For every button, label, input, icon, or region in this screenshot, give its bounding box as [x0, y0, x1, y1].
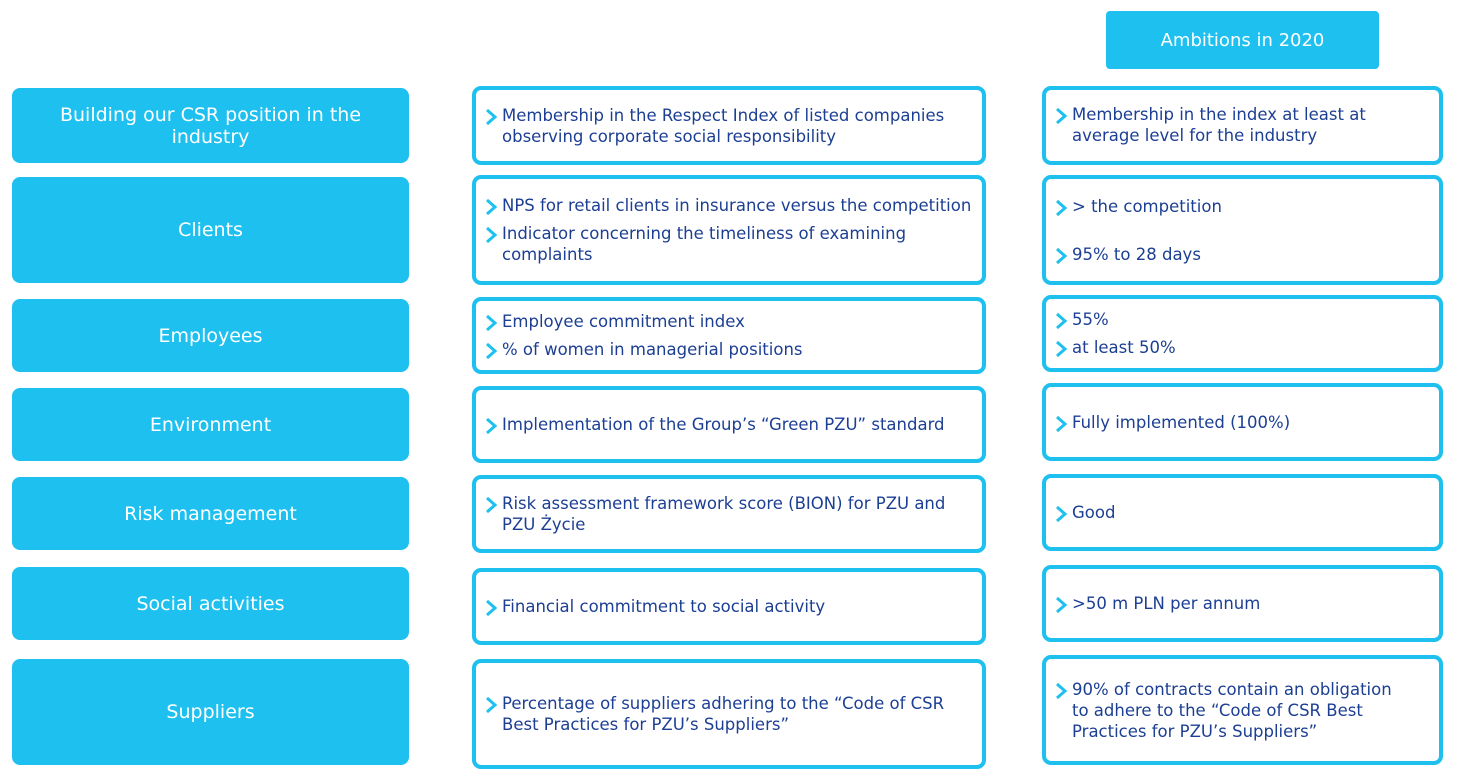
- chevron-right-icon: [484, 342, 498, 360]
- measure-box-csr-position: Membership in the Respect Index of liste…: [472, 86, 986, 165]
- chevron-right-icon: [1054, 505, 1068, 523]
- ambition-box-employees: 55% at least 50%: [1042, 295, 1443, 372]
- ambition-text: Membership in the index at least at aver…: [1072, 105, 1366, 145]
- chevron-right-icon: [484, 417, 498, 435]
- measure-text: Implementation of the Group’s “Green PZU…: [502, 415, 945, 434]
- category-csr-position: Building our CSR position in the industr…: [12, 88, 409, 163]
- measure-item: Percentage of suppliers adhering to the …: [482, 693, 974, 735]
- measure-text: Employee commitment index: [502, 312, 745, 331]
- ambition-item: 95% to 28 days: [1052, 244, 1431, 265]
- ambition-item: 90% of contracts contain an obligation t…: [1052, 679, 1431, 742]
- chevron-right-icon: [484, 496, 498, 514]
- ambition-text: 95% to 28 days: [1072, 244, 1201, 264]
- ambition-text: >50 m PLN per annum: [1072, 594, 1261, 613]
- ambition-item: at least 50%: [1052, 337, 1431, 358]
- ambition-box-risk-management: Good: [1042, 474, 1443, 551]
- measure-text: Membership in the Respect Index of liste…: [502, 105, 945, 146]
- chevron-right-icon: [1054, 247, 1068, 265]
- chevron-right-icon: [484, 696, 498, 714]
- measure-item: Implementation of the Group’s “Green PZU…: [482, 414, 974, 435]
- ambition-box-social-activities: >50 m PLN per annum: [1042, 565, 1443, 642]
- chevron-right-icon: [1054, 415, 1068, 433]
- chevron-right-icon: [1054, 682, 1068, 700]
- ambition-text: 90% of contracts contain an obligation t…: [1072, 679, 1392, 741]
- chevron-right-icon: [1054, 312, 1068, 330]
- category-employees: Employees: [12, 299, 409, 372]
- ambition-text: > the competition: [1072, 196, 1222, 216]
- category-social-activities: Social activities: [12, 567, 409, 640]
- ambition-item: Fully implemented (100%): [1052, 412, 1431, 433]
- ambition-box-clients: > the competition 95% to 28 days: [1042, 175, 1443, 285]
- chevron-right-icon: [484, 108, 498, 126]
- category-environment: Environment: [12, 388, 409, 461]
- ambition-item: Membership in the index at least at aver…: [1052, 104, 1431, 146]
- ambition-text: Fully implemented (100%): [1072, 412, 1291, 432]
- measure-text: % of women in managerial positions: [502, 340, 803, 359]
- measure-box-environment: Implementation of the Group’s “Green PZU…: [472, 386, 986, 463]
- measure-box-clients: NPS for retail clients in insurance vers…: [472, 175, 986, 285]
- chevron-right-icon: [1054, 199, 1068, 217]
- measure-item: Employee commitment index: [482, 311, 974, 332]
- measure-text: Risk assessment framework score (BION) f…: [502, 494, 946, 534]
- measure-box-suppliers: Percentage of suppliers adhering to the …: [472, 659, 986, 769]
- chevron-right-icon: [484, 599, 498, 617]
- measure-item: Risk assessment framework score (BION) f…: [482, 493, 974, 535]
- ambition-box-suppliers: 90% of contracts contain an obligation t…: [1042, 655, 1443, 765]
- category-risk-management: Risk management: [12, 477, 409, 550]
- chevron-right-icon: [484, 198, 498, 216]
- measure-box-risk-management: Risk assessment framework score (BION) f…: [472, 475, 986, 553]
- chevron-right-icon: [1054, 340, 1068, 358]
- category-suppliers: Suppliers: [12, 659, 409, 765]
- measure-text: Indicator concerning the timeliness of e…: [502, 224, 907, 264]
- measure-text: Financial commitment to social activity: [502, 597, 826, 616]
- ambition-item: >50 m PLN per annum: [1052, 593, 1431, 614]
- ambition-text: Good: [1072, 503, 1116, 522]
- measure-item: Membership in the Respect Index of liste…: [482, 105, 974, 147]
- measure-item: NPS for retail clients in insurance vers…: [482, 195, 974, 216]
- ambition-text: at least 50%: [1072, 338, 1176, 357]
- chevron-right-icon: [1054, 596, 1068, 614]
- category-clients: Clients: [12, 177, 409, 283]
- chevron-right-icon: [484, 226, 498, 244]
- measure-item: % of women in managerial positions: [482, 339, 974, 360]
- ambitions-header: Ambitions in 2020: [1106, 11, 1379, 69]
- ambition-box-environment: Fully implemented (100%): [1042, 383, 1443, 461]
- ambition-item: 55%: [1052, 309, 1431, 330]
- ambition-text: 55%: [1072, 310, 1109, 329]
- measure-box-social-activities: Financial commitment to social activity: [472, 568, 986, 645]
- chevron-right-icon: [1054, 107, 1068, 125]
- chevron-right-icon: [484, 314, 498, 332]
- measure-text: NPS for retail clients in insurance vers…: [502, 196, 972, 215]
- measure-item: Financial commitment to social activity: [482, 596, 974, 617]
- ambition-item: Good: [1052, 502, 1431, 523]
- measure-item: Indicator concerning the timeliness of e…: [482, 223, 974, 265]
- ambition-box-csr-position: Membership in the index at least at aver…: [1042, 86, 1443, 165]
- measure-text: Percentage of suppliers adhering to the …: [502, 694, 945, 734]
- ambition-item: > the competition: [1052, 196, 1431, 217]
- measure-box-employees: Employee commitment index % of women in …: [472, 297, 986, 374]
